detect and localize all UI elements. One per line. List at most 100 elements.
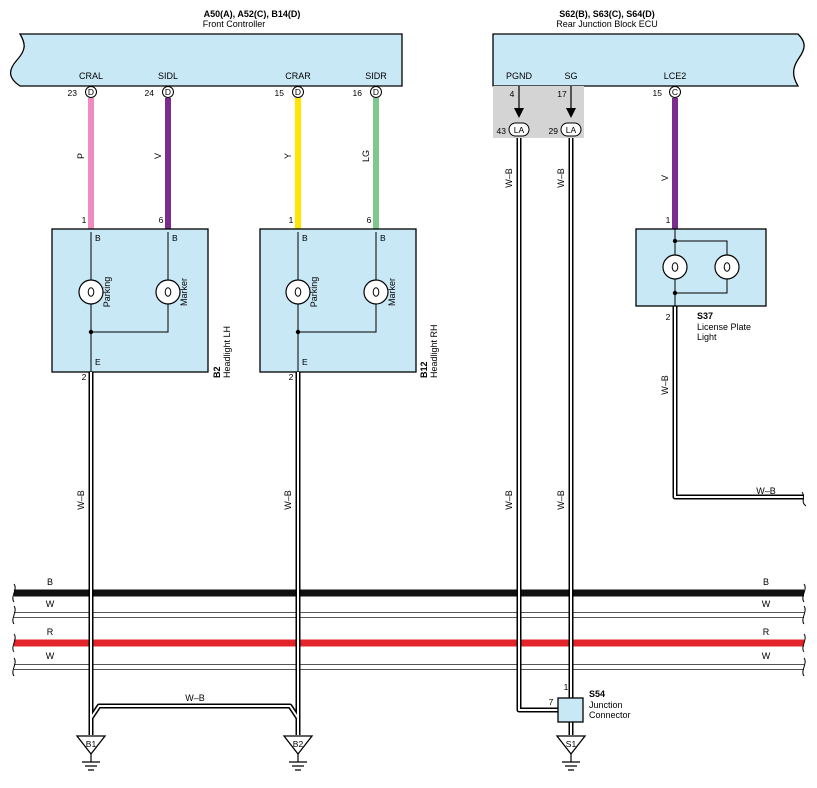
wire-color-wb: W–B <box>283 490 293 510</box>
ground-icon <box>289 754 307 771</box>
bulb-label-parking: Parking <box>102 277 112 308</box>
pin-conn: D <box>295 87 301 97</box>
junction-connector[interactable]: 1 7 S54 Junction Connector <box>549 682 631 723</box>
pin-number: 16 <box>353 88 363 98</box>
bulb-icon <box>285 279 311 305</box>
rear-ecu-box[interactable] <box>492 33 805 87</box>
headlight-rh-pin-ground: 2 <box>289 372 294 382</box>
bulb-label-parking: Parking <box>309 277 319 308</box>
bus-label-left: R <box>47 627 54 637</box>
bulb-icon <box>714 254 740 280</box>
bus-label-right: W <box>762 651 771 661</box>
ground-b1[interactable]: B1 <box>75 735 107 771</box>
ground-label: B1 <box>86 739 97 749</box>
front-controller-box[interactable] <box>9 33 403 87</box>
headlight-lh-pin-ground: 2 <box>82 372 87 382</box>
pin-conn: LA <box>514 125 525 135</box>
pin-conn: C <box>672 87 678 97</box>
junction-code: S54 <box>589 689 605 699</box>
bus-label-right: W <box>762 599 771 609</box>
pin-number: 15 <box>275 88 285 98</box>
junction-name-2: Connector <box>589 710 631 720</box>
pin-conn: LA <box>566 125 577 135</box>
ground-icon <box>562 754 580 771</box>
wire-color-lg: LG <box>361 150 371 162</box>
pin-la-43[interactable]: 43 LA <box>497 122 530 137</box>
pin-sidl[interactable]: 24 D <box>145 86 174 99</box>
pin-number: 23 <box>68 88 78 98</box>
ground-icon <box>82 754 100 771</box>
wire-color-wb: W–B <box>660 375 670 395</box>
headlight-rh-box <box>259 228 417 373</box>
ground-b2[interactable]: B2 <box>282 735 314 771</box>
license-plate-pin-power: 1 <box>666 215 671 225</box>
terminal-label-sg: SG <box>564 71 577 81</box>
terminal-label-cral: CRAL <box>79 71 103 81</box>
wire-color-wb: W–B <box>556 168 566 188</box>
wire-break-icon <box>802 583 806 603</box>
wire-break-icon <box>802 633 806 653</box>
headlight-lh-name: Headlight LH <box>222 326 232 378</box>
pin-number-sg: 17 <box>557 89 567 99</box>
wire-color-y: Y <box>283 153 293 159</box>
license-plate-name: License Plate <box>697 322 751 332</box>
wire-color-p: P <box>76 153 86 159</box>
ground-wires[interactable] <box>88 124 804 735</box>
pin-number: 43 <box>497 126 507 136</box>
headlight-lh-box <box>51 228 209 373</box>
headlight-rh-pin-parking: 1 <box>289 215 294 225</box>
junction-pin-left: 7 <box>549 697 554 707</box>
headlight-lh-term-b1: B <box>95 233 101 243</box>
license-plate-pin-ground: 2 <box>666 312 671 322</box>
terminal-label-lce2: LCE2 <box>664 71 687 81</box>
wire-break-icon <box>802 657 806 677</box>
bus-label-right: B <box>763 577 769 587</box>
pin-number: 29 <box>549 126 559 136</box>
bulb-label-marker: Marker <box>387 278 397 306</box>
pin-sidr[interactable]: 16 D <box>353 86 382 99</box>
junction-pin-top: 1 <box>564 682 569 692</box>
headlight-lh-term-b2: B <box>172 233 178 243</box>
terminal-label-sidr: SIDR <box>365 71 387 81</box>
headlight-lh[interactable]: 1 6 B B E Parking Marker B2 Headlight LH <box>51 215 232 378</box>
wire-color-wb: W–B <box>756 486 776 496</box>
license-plate-light[interactable]: 1 2 S37 License Plate Light <box>635 215 767 342</box>
wire-break-icon <box>12 583 16 603</box>
rear-ecu-codes: S62(B), S63(C), S64(D) <box>559 9 655 19</box>
bus-label-left: W <box>46 599 55 609</box>
pin-crar[interactable]: 15 D <box>275 86 304 99</box>
ground-label: B2 <box>293 739 304 749</box>
front-controller-name: Front Controller <box>203 19 266 29</box>
license-plate-name-2: Light <box>697 332 717 342</box>
pin-number-pgnd: 4 <box>510 89 515 99</box>
bulb-label-marker: Marker <box>179 278 189 306</box>
bulb-icon <box>363 279 389 305</box>
pin-number: 24 <box>145 88 155 98</box>
ground-s1[interactable]: S1 <box>555 735 587 771</box>
pin-lce2[interactable]: 15 C <box>653 86 681 99</box>
wire-break-icon <box>12 657 16 677</box>
pin-la-29[interactable]: 29 LA <box>549 122 582 137</box>
bulb-icon <box>155 279 181 305</box>
headlight-rh-pin-marker: 6 <box>367 215 372 225</box>
ground-label: S1 <box>566 739 577 749</box>
junction-name: Junction <box>589 700 623 710</box>
wire-color-v: V <box>660 175 670 181</box>
wire-color-wb: W–B <box>504 490 514 510</box>
bulb-icon <box>78 279 104 305</box>
license-plate-code: S37 <box>697 311 713 321</box>
wire-color-wb: W–B <box>504 168 514 188</box>
pin-cral[interactable]: 23 D <box>68 86 97 99</box>
headlight-rh-term-b1: B <box>302 233 308 243</box>
headlight-lh-pin-parking: 1 <box>82 215 87 225</box>
rear-ecu-name: Rear Junction Block ECU <box>556 19 658 29</box>
wire-break-icon <box>12 633 16 653</box>
wire-break-icon <box>12 605 16 625</box>
headlight-rh[interactable]: 1 6 B B E Parking Marker B12 Headlight R… <box>259 215 439 378</box>
